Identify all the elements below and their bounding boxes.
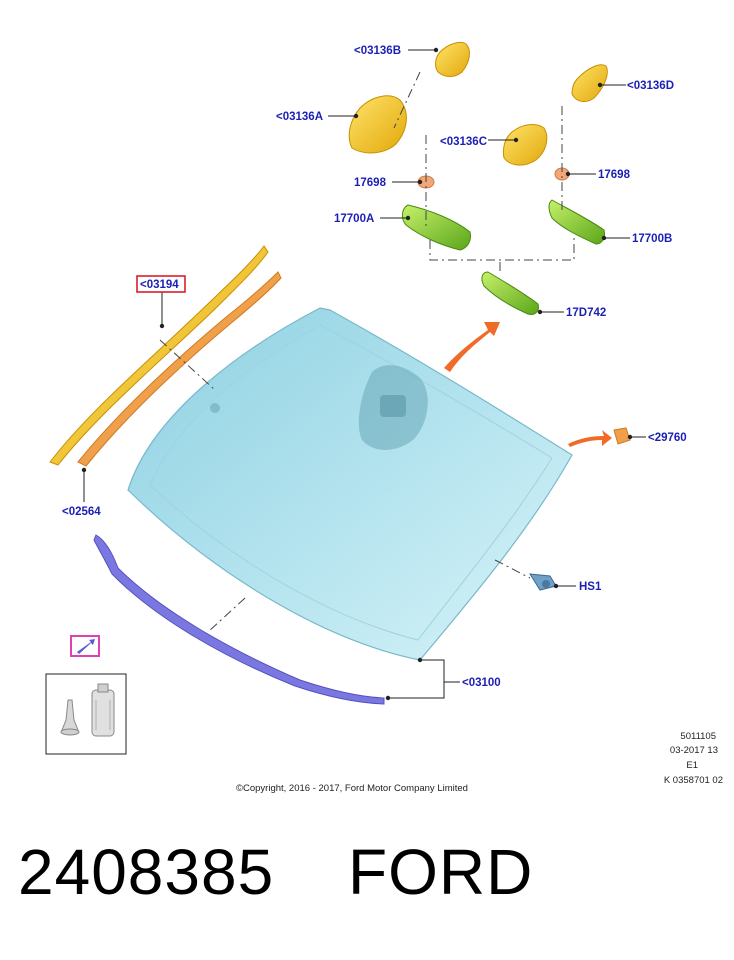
callout-17698-left: 17698: [354, 177, 387, 189]
mirror-cover-03136D: [571, 64, 608, 102]
mirror-17700B: [548, 199, 605, 245]
callout-17D742: 17D742: [566, 307, 606, 319]
mirror-17D742: [481, 271, 539, 315]
mirror-cover-03136A: [348, 95, 407, 154]
arrow-to-glass: [444, 322, 500, 372]
sensor-hs1: [529, 573, 557, 591]
callout-03136B: <03136B: [354, 45, 401, 57]
callout-03136D: <03136D: [627, 80, 674, 92]
clip-29760: [613, 427, 631, 445]
reference-line-3: E1: [686, 760, 698, 771]
reference-line-2: 03-2017 13: [670, 745, 718, 756]
reference-line-4: K 0358701 02: [664, 775, 723, 786]
lower-moulding-blue: [93, 534, 385, 705]
callout-29760: <29760: [648, 432, 687, 444]
callout-17700B: 17700B: [632, 233, 672, 245]
leader-lines: [81, 47, 646, 701]
reference-line-1: 5011105: [680, 731, 716, 742]
upper-moulding-yellow: [49, 245, 269, 466]
adhesive-kit-inset: [45, 673, 127, 755]
callout-03136A: <03136A: [276, 111, 323, 123]
copyright-notice: ©Copyright, 2016 - 2017, Ford Motor Comp…: [236, 783, 468, 794]
mirror-cover-03136B: [435, 41, 470, 77]
assembly-lines: [159, 71, 575, 633]
mirror-17700A: [401, 204, 471, 251]
callout-02564: <02564: [62, 506, 101, 518]
callout-03194: <03194: [140, 279, 179, 291]
callout-03136C: <03136C: [440, 136, 487, 148]
adhesive-arrow-icon: [70, 635, 100, 657]
callout-hs1: HS1: [579, 581, 602, 593]
mirror-cover-03136C: [502, 124, 548, 166]
callout-17700A: 17700A: [334, 213, 374, 225]
part-number: 2408385: [18, 836, 275, 908]
brand-name: FORD: [348, 836, 534, 908]
seal-strip-orange: [77, 271, 282, 467]
callout-03100: <03100: [462, 677, 501, 689]
callout-17698-right: 17698: [598, 169, 631, 181]
windshield-glass: [127, 307, 573, 661]
arrow-to-clip: [568, 430, 612, 447]
callout-highlight-box: [136, 275, 186, 293]
reference-block: 5011105 03-2017 13 E1 K 0358701 02: [664, 731, 723, 786]
